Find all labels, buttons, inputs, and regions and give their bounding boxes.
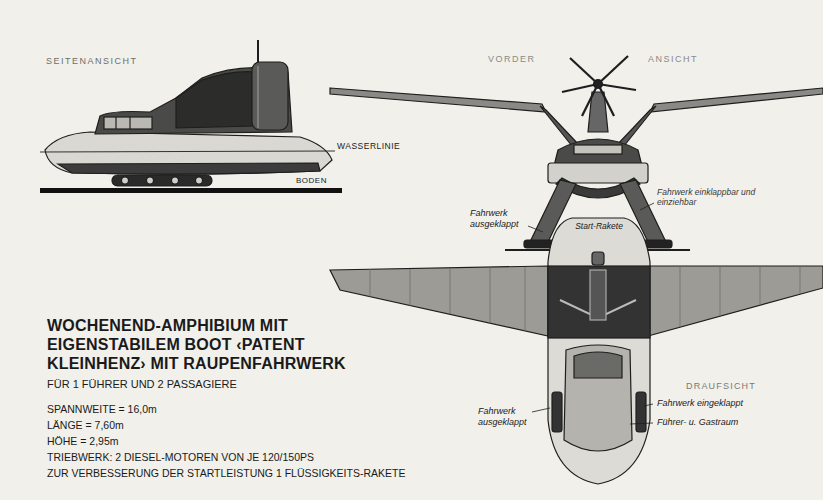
- label: BODEN: [296, 176, 327, 186]
- cabin: [554, 139, 642, 166]
- propeller-blade: [562, 84, 598, 92]
- rib: [450, 268, 451, 314]
- label: WASSERLINIE: [337, 141, 400, 151]
- track-undercarriage: [112, 175, 212, 186]
- window-frame: [129, 117, 130, 129]
- wing: [330, 266, 548, 336]
- track-wheel: [196, 177, 203, 184]
- wing: [648, 266, 823, 336]
- retracted-gear: [552, 392, 562, 432]
- window-frame: [115, 117, 116, 129]
- track-wheel: [147, 177, 154, 184]
- leader-line: [630, 423, 653, 424]
- engine-section: [548, 266, 650, 338]
- wing: [650, 88, 823, 112]
- label: LÄNGE = 7,60m: [47, 419, 124, 432]
- propeller-blade: [598, 84, 636, 90]
- rib: [680, 266, 681, 327]
- rib: [720, 266, 721, 316]
- propeller-hub: [594, 80, 602, 88]
- leader-line: [528, 226, 543, 232]
- windscreen: [574, 352, 622, 378]
- label: Fahrwerk eingeklappt: [657, 398, 743, 409]
- leader-line: [640, 203, 654, 210]
- label: ANSICHT: [648, 54, 698, 65]
- label: ZUR VERBESSERUNG DER STARTLEISTUNG 1 FLÜ…: [47, 467, 405, 480]
- leader-line: [532, 408, 550, 412]
- top-view: [330, 218, 823, 484]
- engine: [590, 270, 606, 320]
- hull-bottom: [58, 163, 320, 174]
- gull-strut: [540, 106, 580, 146]
- label: TRIEBWERK: 2 DIESEL-MOTOREN VON JE 120/1…: [47, 451, 314, 464]
- title: WOCHENEND-AMPHIBIUM MIT EIGENSTABILEM BO…: [47, 316, 392, 373]
- ground-bar: [40, 188, 342, 193]
- label: FÜR 1 FÜHRER UND 2 PASSAGIERE: [47, 378, 237, 391]
- track-wheel: [172, 177, 179, 184]
- track-wheel: [122, 177, 129, 184]
- leader-line: [644, 404, 653, 406]
- label: Fahrwerk ausgeklappt: [478, 406, 534, 428]
- waterline: [40, 151, 335, 152]
- label: VORDER: [488, 54, 536, 65]
- rib: [800, 266, 801, 294]
- label: Führer- u. Gastraum: [657, 417, 738, 428]
- label: DRAUFSICHT: [686, 381, 756, 392]
- propeller: [562, 56, 636, 116]
- label: HÖHE = 2,95m: [47, 435, 119, 448]
- label: Fahrwerk ausgeklappt: [470, 208, 528, 230]
- fuselage: [548, 218, 650, 484]
- propeller-blade: [598, 56, 628, 84]
- cabin-shade: [176, 72, 255, 128]
- hull: [45, 132, 332, 174]
- cabin: [564, 345, 632, 451]
- nacelle-line: [257, 66, 258, 128]
- start-rocket: [592, 252, 604, 265]
- label: SPANNWEITE = 16,0m: [47, 403, 157, 416]
- engine-nacelle: [252, 62, 288, 130]
- rib: [410, 269, 411, 306]
- propeller-blade: [598, 84, 614, 116]
- gull-strut: [616, 106, 656, 146]
- rib: [370, 269, 371, 297]
- track: [524, 240, 554, 248]
- label: Start-Rakete: [574, 221, 624, 231]
- rib: [490, 267, 491, 323]
- side-view: [40, 40, 342, 193]
- label: SEITENANSICHT: [46, 56, 138, 67]
- rib: [525, 267, 526, 331]
- label: Fahrwerk einklappbar und einziehbar: [657, 187, 757, 207]
- wing: [330, 88, 546, 112]
- propeller-blade: [570, 58, 598, 84]
- window: [104, 117, 152, 129]
- propeller-blade: [582, 84, 598, 116]
- rib: [760, 266, 761, 305]
- retracted-gear: [636, 392, 646, 432]
- window: [574, 145, 622, 154]
